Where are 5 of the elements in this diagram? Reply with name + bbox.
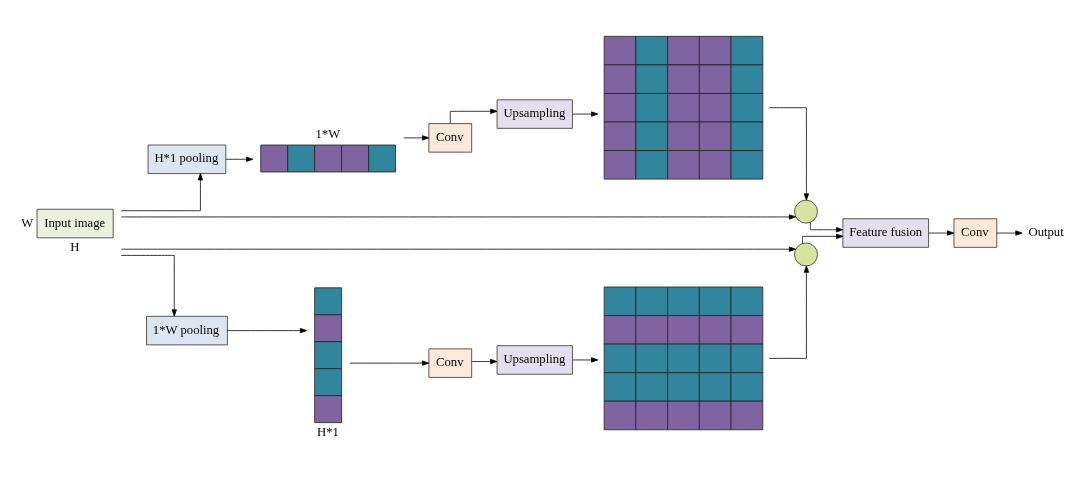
node-label: W [21,215,34,230]
node-label: H [70,240,80,255]
node-label: H*1 [317,424,339,439]
node-text: Output [1028,225,1064,240]
node-label: 1*W [315,126,341,141]
